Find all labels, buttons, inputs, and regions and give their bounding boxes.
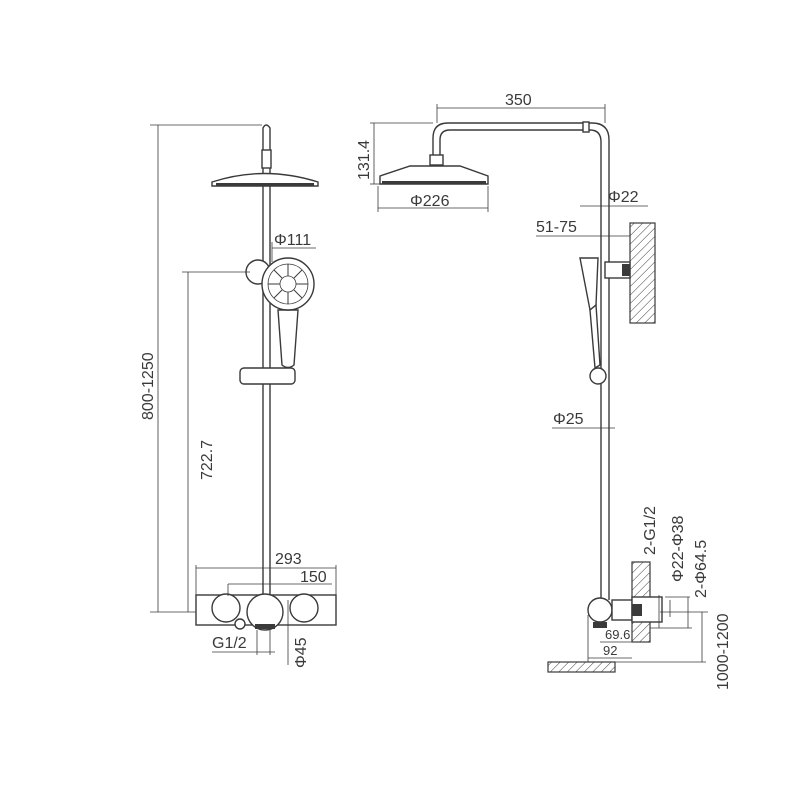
label-escutcheon: 2-Φ64.5 bbox=[693, 540, 710, 598]
label-head-drop: 131.4 bbox=[356, 140, 373, 180]
dim-arm-reach: 350 bbox=[436, 92, 606, 123]
shower-arm-and-riser bbox=[432, 121, 610, 600]
dim-hand-shower: Φ111 bbox=[271, 232, 316, 262]
label-offset-inner: 69.6 bbox=[605, 627, 630, 642]
label-mixer-diameter: Φ45 bbox=[293, 637, 310, 668]
side-view: 350 131.4 Φ226 Φ22 51-75 Φ25 2-G1/ bbox=[356, 92, 732, 690]
dim-inlet-thread: 2-G1/2 bbox=[642, 506, 660, 628]
label-holder-height: 722.7 bbox=[199, 440, 216, 480]
thermostatic-mixer bbox=[195, 593, 337, 631]
label-wall-bracket: 51-75 bbox=[536, 219, 577, 236]
label-inlet-centers: 150 bbox=[300, 569, 327, 586]
dim-outlet-thread: G1/2 bbox=[212, 630, 275, 655]
slide-holder bbox=[239, 367, 296, 385]
rain-head-side bbox=[379, 154, 489, 185]
dim-offset-inner: 69.6 bbox=[600, 627, 632, 643]
wall-outlet bbox=[547, 561, 663, 673]
label-inlet-thread: 2-G1/2 bbox=[642, 506, 659, 555]
dim-escutcheon: 2-Φ64.5 bbox=[650, 540, 710, 629]
label-head-diameter: Φ226 bbox=[410, 193, 450, 210]
label-outlet-thread: G1/2 bbox=[212, 635, 247, 652]
dim-head-diameter: Φ226 bbox=[377, 186, 489, 212]
label-offset-outer: 92 bbox=[603, 643, 617, 658]
label-hand-shower: Φ111 bbox=[274, 232, 311, 249]
dim-eccentric: Φ22-Φ38 bbox=[665, 515, 690, 617]
front-view: 800-1250 722.7 Φ111 293 150 G1/2 bbox=[140, 124, 337, 668]
label-total-height: 800-1250 bbox=[140, 352, 157, 420]
wall-bracket bbox=[604, 222, 656, 324]
label-upper-pipe: Φ22 bbox=[608, 189, 639, 206]
label-mixer-width: 293 bbox=[275, 551, 302, 568]
dim-install-height: 1000-1200 bbox=[615, 611, 732, 690]
dim-head-drop: 131.4 bbox=[356, 122, 433, 185]
hand-shower-side bbox=[579, 257, 607, 385]
dim-wall-bracket: 51-75 bbox=[536, 219, 630, 237]
dim-total-height: 800-1250 bbox=[140, 124, 262, 613]
label-lower-pipe: Φ25 bbox=[553, 411, 584, 428]
dim-inlet-centers: 150 bbox=[227, 569, 332, 596]
label-install-height: 1000-1200 bbox=[715, 613, 732, 690]
hand-shower bbox=[245, 257, 315, 369]
dim-mixer-diameter: Φ45 bbox=[287, 600, 310, 668]
dim-upper-pipe: Φ22 bbox=[580, 189, 648, 207]
dim-offset-outer: 92 bbox=[587, 615, 632, 662]
label-arm-reach: 350 bbox=[505, 92, 532, 109]
rain-shower-head bbox=[211, 172, 319, 187]
label-eccentric: Φ22-Φ38 bbox=[670, 515, 687, 582]
dim-mixer-width: 293 bbox=[195, 551, 337, 595]
riser-pipe bbox=[261, 124, 272, 600]
dim-holder-height: 722.7 bbox=[182, 271, 250, 612]
dim-lower-pipe: Φ25 bbox=[552, 411, 615, 429]
